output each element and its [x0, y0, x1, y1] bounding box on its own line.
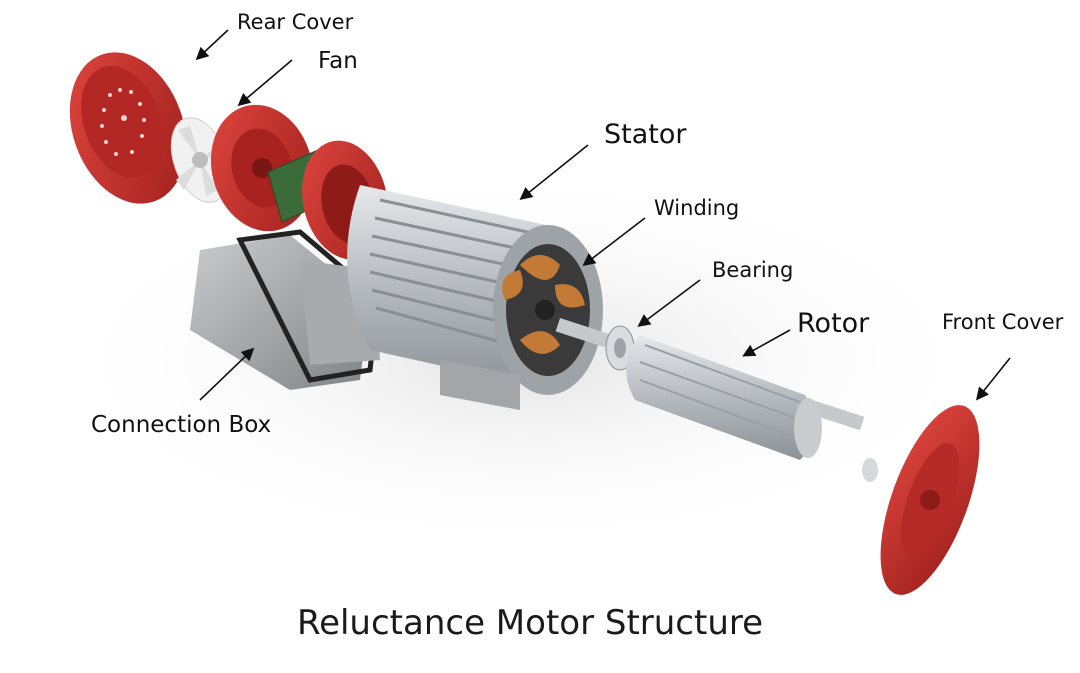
arrow-bearing [637, 279, 701, 327]
diagram-title: Reluctance Motor Structure [296, 603, 764, 643]
arrow-winding [582, 217, 646, 266]
label-fan: Fan [318, 48, 358, 74]
label-front-cover: Front Cover [942, 310, 1064, 334]
label-connection-box: Connection Box [91, 412, 272, 438]
arrow-rear-cover [195, 29, 229, 61]
label-rear-cover: Rear Cover [237, 10, 354, 34]
arrow-connection-box [199, 347, 255, 401]
label-bearing: Bearing [712, 258, 794, 282]
label-winding: Winding [654, 196, 740, 220]
label-stator: Stator [604, 119, 687, 150]
front-cover-part [880, 405, 980, 595]
rear-cover-part [69, 52, 187, 204]
label-rotor: Rotor [797, 308, 870, 339]
arrow-fan [237, 59, 293, 107]
arrow-rotor [742, 329, 791, 357]
rotor-part [626, 335, 822, 460]
winding-part [502, 255, 585, 354]
shaft-end [862, 458, 878, 482]
arrow-stator [519, 144, 589, 201]
bearing-part [605, 325, 635, 371]
leader-arrows [195, 29, 1011, 401]
arrow-front-cover [976, 357, 1011, 401]
